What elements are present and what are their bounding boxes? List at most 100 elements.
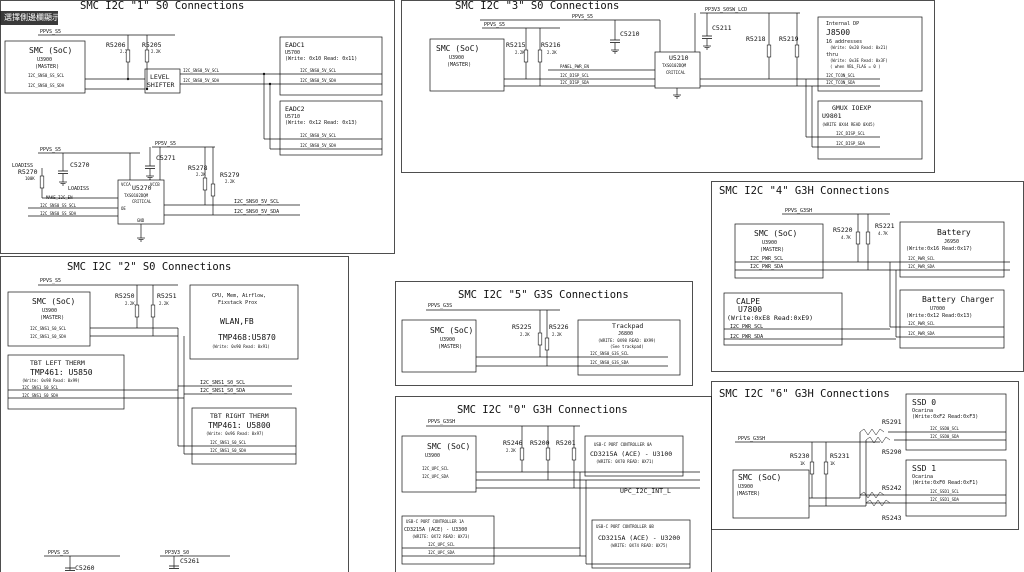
resistor-ref: R5230 — [790, 452, 810, 460]
panel-i2c2-title: SMC I2C "2" S0 Connections — [67, 261, 231, 273]
resistor-ref: R5243 — [882, 514, 902, 522]
net-label: I2C_SNS1_S0_SDA — [200, 388, 245, 394]
net-label: I2C_SNS1_S0_SCL — [200, 380, 245, 386]
resistor-ref: R5278 — [188, 164, 208, 172]
chip-role: (MASTER) — [438, 344, 462, 350]
ic-ref: U5270 — [132, 184, 152, 192]
resistor-ref: R5290 — [882, 448, 902, 456]
net-label: I2C_SNS0_SS_SDA — [40, 211, 77, 216]
chip-ref: U3900 — [449, 55, 464, 61]
device-name: EADC1 — [285, 41, 305, 49]
device-ref: CD3215A (ACE) - U3100 — [590, 450, 672, 458]
panel-i2c0: SMC I2C "0" G3H Connections PPVS_G3SH SM… — [401, 404, 700, 569]
net-label: I2C_DISP_SCL — [836, 131, 865, 136]
device-note: (See trackpad) — [610, 344, 644, 349]
tmp468-block — [189, 284, 299, 360]
resistor-value: 2.2K — [515, 50, 525, 55]
usbc-port-controller-0b-block — [591, 519, 691, 569]
resistor-ref: R5225 — [512, 323, 532, 331]
net-label: I2C_PWR_SCL — [908, 256, 935, 261]
resistor-ref: R5220 — [833, 226, 853, 234]
sidebar-toggle-button[interactable]: 選擇側邊欄顯示 — [0, 11, 58, 25]
resistor-ref: R5221 — [875, 222, 895, 230]
eadc2-block — [279, 100, 383, 156]
chip-role: (MASTER) — [736, 491, 760, 497]
net-label: PANEL_PWR_EN — [560, 64, 589, 69]
device-address: (WRITE: 0X74 READ: 0X75) — [610, 543, 668, 548]
ic-ref: U5210 — [669, 54, 689, 62]
device-name: USB-C PORT CONTROLLER 1A — [406, 519, 464, 524]
device-ref: U5700 — [285, 50, 300, 56]
net-label: PP3V3_S0SW_LCD — [705, 7, 747, 13]
ic-note: CRITICAL — [132, 199, 152, 204]
net-label: PPVS_G3SH — [785, 208, 812, 214]
smc-soc-block — [429, 38, 505, 92]
gmux-ioexp-block — [817, 100, 923, 160]
device-name: Fixstack Prox — [218, 300, 257, 306]
chip-role: (MASTER) — [447, 62, 471, 68]
device-address: (Write:0xF0 Read:0xF1) — [912, 480, 978, 486]
net-label: I2C_UPC_SCL — [422, 466, 449, 471]
resistor-ref: R5251 — [157, 292, 177, 300]
device-name: Internal DP — [826, 21, 859, 27]
panel-i2c5-title: SMC I2C "5" G3S Connections — [458, 289, 629, 301]
resistor-ref: R5270 — [18, 168, 38, 176]
usbc-port-controller-0a-block — [584, 435, 684, 477]
device-name: WLAN,FB — [220, 317, 254, 326]
panel-i2c6-frame — [711, 381, 1019, 530]
capacitor-ref: C5211 — [712, 24, 732, 32]
net-label: I2C_PWR_SDA — [908, 331, 935, 336]
device-address: (Write: 0x98 Read: 0x99) — [22, 378, 80, 383]
ssd0-block — [905, 393, 1007, 451]
device-address: (Write: 0x20 Read: 0x21) — [830, 45, 888, 50]
pin-label: VCCB — [150, 182, 160, 187]
device-name: TBT RIGHT THERM — [210, 412, 269, 420]
net-label: I2C_DISP_SCL — [560, 73, 589, 78]
net-label: I2C_SNS0_5V_SCL — [300, 68, 337, 73]
txs0102-ic-block — [654, 51, 701, 89]
net-label: PPVS_G3SH — [428, 419, 455, 425]
smc-soc-block — [4, 40, 86, 94]
tbt-left-therm-block — [7, 354, 125, 410]
net-label: I2C_UPC_SDA — [422, 474, 449, 479]
net-label: LOADISS — [12, 163, 33, 169]
device-address: ( when VBL_FLAG = 0 ) — [830, 64, 881, 69]
device-address: (Write: 0x10 Read: 0x11) — [285, 56, 357, 62]
panel-i2c1: SMC I2C "1" S0 Connections PPVS_S5 SMC (… — [4, 0, 383, 242]
device-ref: Ocarina — [912, 408, 933, 414]
chip-role: (MASTER) — [40, 315, 64, 321]
resistor-value: 2.2K — [506, 448, 516, 453]
net-label: I2C_DISP_SDA — [560, 80, 589, 85]
device-name: GMUX IOEXP — [832, 104, 871, 112]
resistor-ref: R5231 — [830, 452, 850, 460]
ic-note: CRITICAL — [666, 70, 686, 75]
chip-ref: U3900 — [37, 57, 52, 63]
device-address: (WRITE: 0X98 READ: 0X99) — [598, 338, 656, 343]
panel-i2c3-title: SMC I2C "3" S0 Connections — [455, 0, 619, 12]
device-ref: J6800 — [618, 331, 633, 337]
panel-i2c1-frame — [0, 0, 395, 254]
device-name: EADC2 — [285, 105, 305, 113]
resistor-ref: R5279 — [220, 171, 240, 179]
device-address: (Write: 0x96 Read: 0x97) — [206, 431, 264, 436]
ssd1-block — [905, 459, 1007, 517]
device-name: TBT LEFT THERM — [30, 359, 85, 367]
pin-label: GND — [137, 218, 145, 223]
level-shifter-block — [144, 68, 181, 94]
net-label: I2C_TCON_SDA — [826, 80, 855, 85]
net-label: PPVS_S5 — [48, 550, 69, 556]
net-label: I2C_SNS0_5V_SDA — [300, 78, 337, 83]
net-label: I2C_SNS0_5V_SCL — [234, 199, 279, 205]
pin-label: OE — [121, 206, 126, 211]
battery-charger-block — [899, 289, 1005, 349]
net-label: I2C_SNS1_S0_SCL — [30, 326, 67, 331]
resistor-value: 2.2K — [520, 332, 530, 337]
net-label: I2C_SNS0_SS_SDA — [28, 83, 65, 88]
net-label: PP5V_S5 — [155, 141, 176, 147]
net-label: I2C_SNS0_G3S_SDA — [590, 360, 629, 365]
shifter-label: LEVEL — [150, 73, 170, 81]
calpe-block — [723, 292, 843, 346]
device-ref: TMP468:U5870 — [218, 333, 276, 342]
device-address: (Write:0xF2 Read:0xF3) — [912, 414, 978, 420]
device-name: CALPE — [736, 297, 760, 306]
